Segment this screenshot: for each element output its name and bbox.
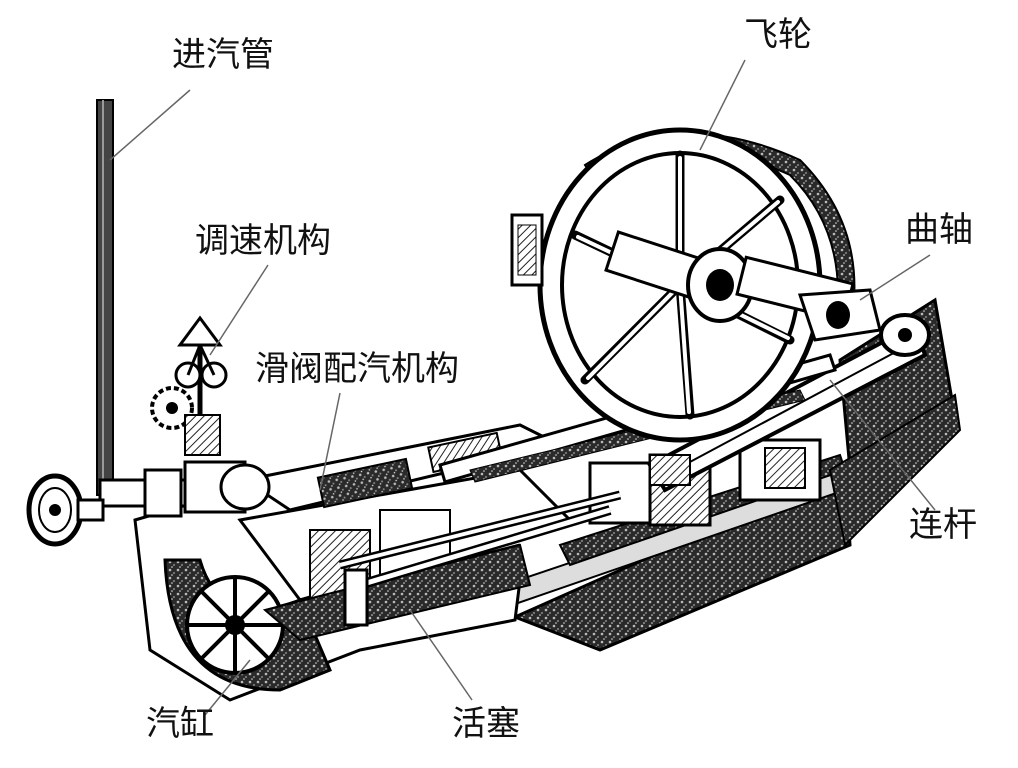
steam-pipe — [26, 99, 271, 547]
label-connecting-rod: 连杆 — [909, 505, 977, 545]
label-crankshaft: 曲轴 — [905, 210, 973, 250]
leader-lines — [109, 59, 936, 716]
label-slide-valve: 滑阀配汽机构 — [255, 349, 459, 389]
label-flywheel: 飞轮 — [744, 15, 812, 55]
label-piston: 活塞 — [452, 704, 520, 744]
label-steam-pipe: 进汽管 — [172, 35, 274, 75]
label-cylinder: 汽缸 — [146, 704, 214, 744]
piston-rod — [343, 505, 612, 627]
crankshaft — [604, 230, 882, 342]
governor — [150, 315, 228, 456]
label-governor: 调速机构 — [195, 221, 331, 261]
connecting-rod — [647, 313, 931, 493]
flywheel — [510, 127, 856, 443]
